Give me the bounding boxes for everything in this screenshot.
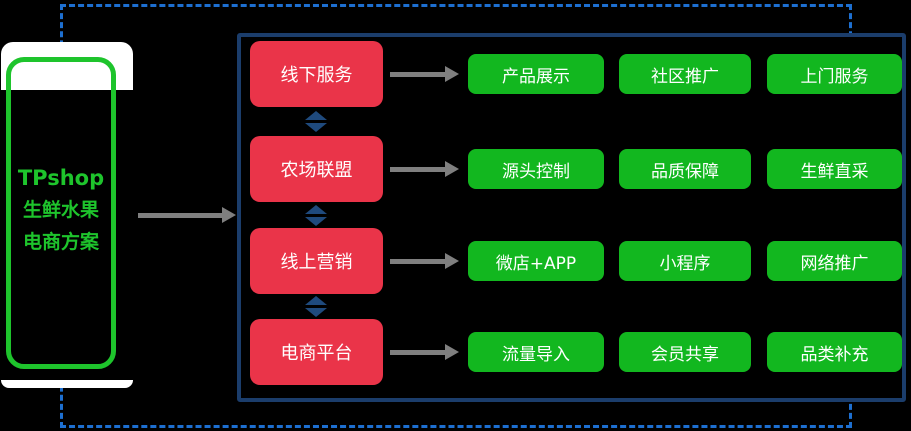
target-box: 生鲜直采 <box>767 149 902 189</box>
target-box: 会员共享 <box>619 332 751 372</box>
up-triangle-icon <box>305 111 327 120</box>
down-triangle-icon <box>305 123 327 132</box>
row-arrow-head <box>445 253 459 269</box>
row-arrow-line <box>390 259 446 264</box>
solution-panel: 线下服务 产品展示 社区推广 上门服务 农场联盟 源头控制 品质保障 生鲜直采 … <box>237 33 906 402</box>
row-arrow-head <box>445 344 459 360</box>
phone-mockup: TPshop 生鲜水果 电商方案 <box>1 42 133 388</box>
phone-to-panel-arrow-line <box>138 213 222 218</box>
phone-caption-line2: 生鲜水果 <box>22 199 99 221</box>
double-arrow-icon <box>305 111 327 132</box>
target-box: 源头控制 <box>468 149 604 189</box>
row-arrow-head <box>445 66 459 82</box>
brand-label: TPshop <box>17 166 105 190</box>
phone-screen-outline <box>6 57 116 369</box>
target-box: 流量导入 <box>468 332 604 372</box>
target-box: 网络推广 <box>767 241 902 281</box>
double-arrow-icon <box>305 205 327 226</box>
up-triangle-icon <box>305 296 327 305</box>
target-box: 社区推广 <box>619 54 751 94</box>
phone-to-panel-arrow-head <box>222 207 236 223</box>
row-arrow-head <box>445 161 459 177</box>
row-arrow-line <box>390 72 446 77</box>
source-box-ecommerce-platform: 电商平台 <box>250 319 383 385</box>
phone-caption: TPshop 生鲜水果 电商方案 <box>6 162 116 258</box>
down-triangle-icon <box>305 217 327 226</box>
row-arrow-line <box>390 350 446 355</box>
source-box-offline-service: 线下服务 <box>250 41 383 107</box>
target-box: 品质保障 <box>619 149 751 189</box>
down-triangle-icon <box>305 308 327 317</box>
target-box: 小程序 <box>619 241 751 281</box>
double-arrow-icon <box>305 296 327 317</box>
target-box: 产品展示 <box>468 54 604 94</box>
source-box-online-marketing: 线上营销 <box>250 228 383 294</box>
source-box-farm-alliance: 农场联盟 <box>250 136 383 202</box>
target-box: 微店+APP <box>468 241 604 281</box>
target-box: 上门服务 <box>767 54 902 94</box>
phone-caption-line3: 电商方案 <box>22 231 99 253</box>
row-arrow-line <box>390 167 446 172</box>
target-box: 品类补充 <box>767 332 902 372</box>
up-triangle-icon <box>305 205 327 214</box>
